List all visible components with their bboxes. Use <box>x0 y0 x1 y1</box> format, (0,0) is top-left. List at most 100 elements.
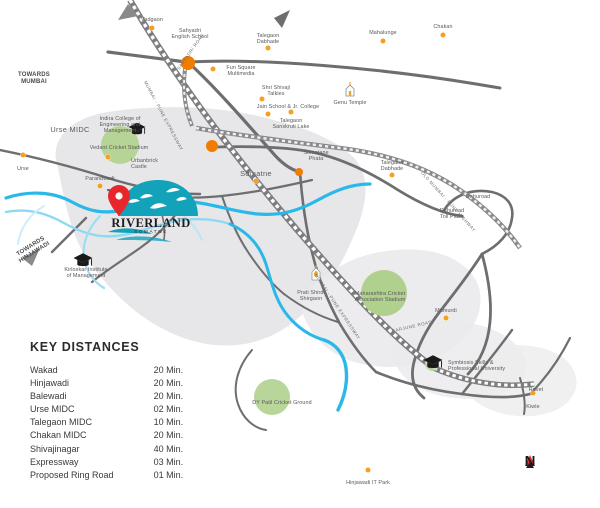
place-label-mamurdi: Mamurdi <box>435 308 457 314</box>
key-distance-time: 20 Min. <box>153 365 184 375</box>
vedant-cricket-stadium-area <box>101 126 139 164</box>
place-label-talegaon-dabhade-north: Talegaon Dabhade <box>256 33 280 46</box>
place-label-kirloskar-institute: Kirloskar Institute of Management <box>64 267 108 280</box>
place-label-mahalunge: Mahalunge <box>369 30 397 36</box>
prati-shirdi-icon <box>311 265 321 281</box>
direction-arrows <box>22 4 290 266</box>
place-label-urse: Urse <box>17 166 29 172</box>
riverland-logo: RIVERLAND SOMATNE <box>108 183 194 245</box>
key-distances-panel: KEY DISTANCES Wakad 20 Min. Hinjawadi 20 Mi… <box>30 340 230 483</box>
place-label-fun-square-multimedia: Fun Square Multimedia <box>226 65 256 78</box>
key-distance-time: 20 Min. <box>153 391 184 402</box>
place-label-hinjawadi-it-park: Hinjawadi IT Park <box>346 480 390 486</box>
compass: N <box>519 453 541 470</box>
place-marker-talegaon-sanskruti-lake[interactable] <box>288 109 294 115</box>
temple-icons <box>311 82 355 281</box>
key-distance-row: Balewadi 20 Min. <box>30 391 183 404</box>
graduation-cap-icon <box>423 355 443 369</box>
key-distance-time: 20 Min. <box>153 378 184 389</box>
mca-stadium-area <box>361 270 407 316</box>
place-label-indira-college: Indira College of Engineering and Manage… <box>99 116 141 135</box>
place-label-jain-school-jr-college: Jain School & Jr. College <box>256 104 320 110</box>
key-distance-place: Expressway <box>30 456 79 467</box>
place-label-sahyadri-english-school: Sahyadri English School <box>171 28 209 41</box>
place-marker-urbanbrick-castle[interactable] <box>105 154 111 160</box>
expressway <box>127 0 535 389</box>
place-marker-jain-school-jr-college[interactable] <box>265 111 271 117</box>
junction-marker-somatane-phata <box>295 168 303 176</box>
place-marker-talegaon-dabhade-east[interactable] <box>389 172 395 178</box>
graduation-cap-icon <box>128 122 146 135</box>
place-label-somatane-phata: Somatane Phata <box>303 150 329 163</box>
north-arrow-icon <box>525 455 535 468</box>
junction-marker-sahyadri <box>181 56 195 70</box>
place-marker-parandwadi[interactable] <box>97 183 103 189</box>
key-distance-place: Hinjawadi <box>30 378 70 389</box>
key-distance-time: 10 Min. <box>153 417 184 428</box>
place-marker-shri-shivaji-talkies[interactable] <box>259 96 265 102</box>
place-marker-hinjawadi-it-park[interactable] <box>365 467 371 473</box>
project-name: RIVERLAND <box>111 216 191 230</box>
project-subtitle: SOMATNE <box>134 229 168 234</box>
key-distance-place: Proposed Ring Road <box>30 469 114 480</box>
place-label-dehuroad-toll-plaza: Dehuroad Toll Plaza <box>439 208 465 221</box>
project-location-pin <box>108 185 130 216</box>
place-label-urse-midc: Urse MIDC <box>50 125 90 134</box>
key-distance-place: Talegaon MIDC <box>30 417 93 428</box>
key-distance-place: Wakad <box>30 365 58 375</box>
graduation-cap-icon <box>73 253 93 267</box>
place-label-parandwadi: Parandwadi <box>85 176 115 182</box>
riverland-logo-mark <box>108 180 198 242</box>
place-marker-mamurdi[interactable] <box>443 315 449 321</box>
key-distance-row: Chakan MIDC 20 Min. <box>30 430 183 443</box>
key-distance-place: Chakan MIDC <box>30 430 87 441</box>
place-marker-talegaon-dabhade-north[interactable] <box>265 45 271 51</box>
place-label-vadgaon: Vadgaon <box>141 17 163 23</box>
place-label-maharashtra-cricket-association-stadium: Maharashtra Cricket Association Stadium <box>354 291 406 304</box>
place-label-talegaon-dabhade-east: Talegaon Dabhade <box>380 160 404 173</box>
key-distance-time: 40 Min. <box>153 443 184 454</box>
key-distance-time: 01 Min. <box>153 469 184 480</box>
key-distance-place: Balewadi <box>30 391 67 402</box>
place-label-dehuroad: Dehuroad <box>465 194 491 200</box>
direction-label-towards-mumbai: TOWARDS MUMBAI <box>18 72 50 85</box>
place-marker-fun-square-multimedia[interactable] <box>210 66 216 72</box>
place-label-symbiosis-skills-professional-university: Symbiosis Skills & Professional Universi… <box>448 360 506 373</box>
place-marker-kiwle[interactable] <box>530 390 536 396</box>
place-marker-mahalunge[interactable] <box>380 38 386 44</box>
place-label-somatne: Somatne <box>240 169 272 178</box>
green-areas <box>101 126 439 415</box>
place-label-genu-temple: Genu Temple <box>333 100 367 106</box>
place-label-dy-patil-cricket-ground: DY Patil Cricket Ground <box>252 400 312 406</box>
place-label-urbanbrick-castle: Urbanbrick Castle <box>131 158 159 171</box>
place-label-chakan: Chakan <box>433 24 453 30</box>
key-distance-time: 03 Min. <box>153 456 184 467</box>
junction-marker-somatane <box>206 140 218 152</box>
place-marker-urse[interactable] <box>20 152 26 158</box>
key-distances-title: KEY DISTANCES <box>30 340 140 354</box>
dy-patil-ground-area <box>254 379 290 415</box>
place-label-shri-shivaji-talkies: Shri Shivaji Talkies <box>261 85 291 98</box>
place-label-vedant-cricket-stadium: Vedant Cricket Stadium <box>89 145 149 151</box>
key-distance-row: Expressway 03 Min. <box>30 457 183 470</box>
key-distances-table: Wakad 20 Min. Hinjawadi 20 Min. Balewadi 20 M… <box>30 365 183 483</box>
key-distance-time: 20 Min. <box>153 430 184 441</box>
place-marker-somatne[interactable] <box>253 178 259 184</box>
key-distance-row: Shivajinagar 40 Min. <box>30 444 183 457</box>
key-distance-row: Wakad 20 Min. <box>30 365 183 378</box>
place-label-talegaon-sanskruti-lake: Talegaon Sanskruti Lake <box>272 118 310 131</box>
key-distance-row: Proposed Ring Road 01 Min. <box>30 470 183 483</box>
place-label-prati-shirdi-shirgaon: Prati Shirdi Shirgaon <box>297 290 325 303</box>
genu-temple-icon <box>345 82 355 97</box>
place-label-kiwle: Kiwle <box>526 404 540 410</box>
place-marker-chakan[interactable] <box>440 32 446 38</box>
place-marker-vadgaon[interactable] <box>149 25 155 31</box>
key-distance-place: Urse MIDC <box>30 404 75 415</box>
key-distance-place: Shivajinagar <box>30 443 80 454</box>
compass-label: N <box>524 453 536 470</box>
place-label-ravet: Ravet <box>528 387 544 393</box>
key-distance-row: Hinjawadi 20 Min. <box>30 378 183 391</box>
